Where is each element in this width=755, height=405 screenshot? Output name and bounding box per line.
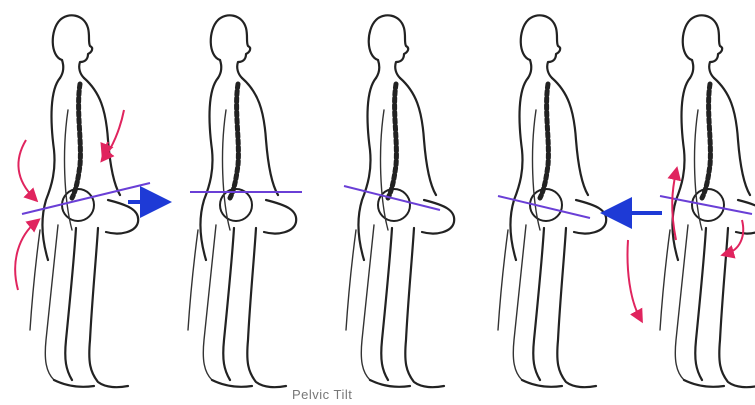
figure-1	[30, 15, 138, 387]
figure-3	[346, 15, 454, 387]
figure-5	[660, 15, 755, 387]
figure-2	[188, 15, 296, 387]
figure-4	[498, 15, 606, 387]
diagram-caption: Pelvic Tilt	[292, 387, 352, 402]
